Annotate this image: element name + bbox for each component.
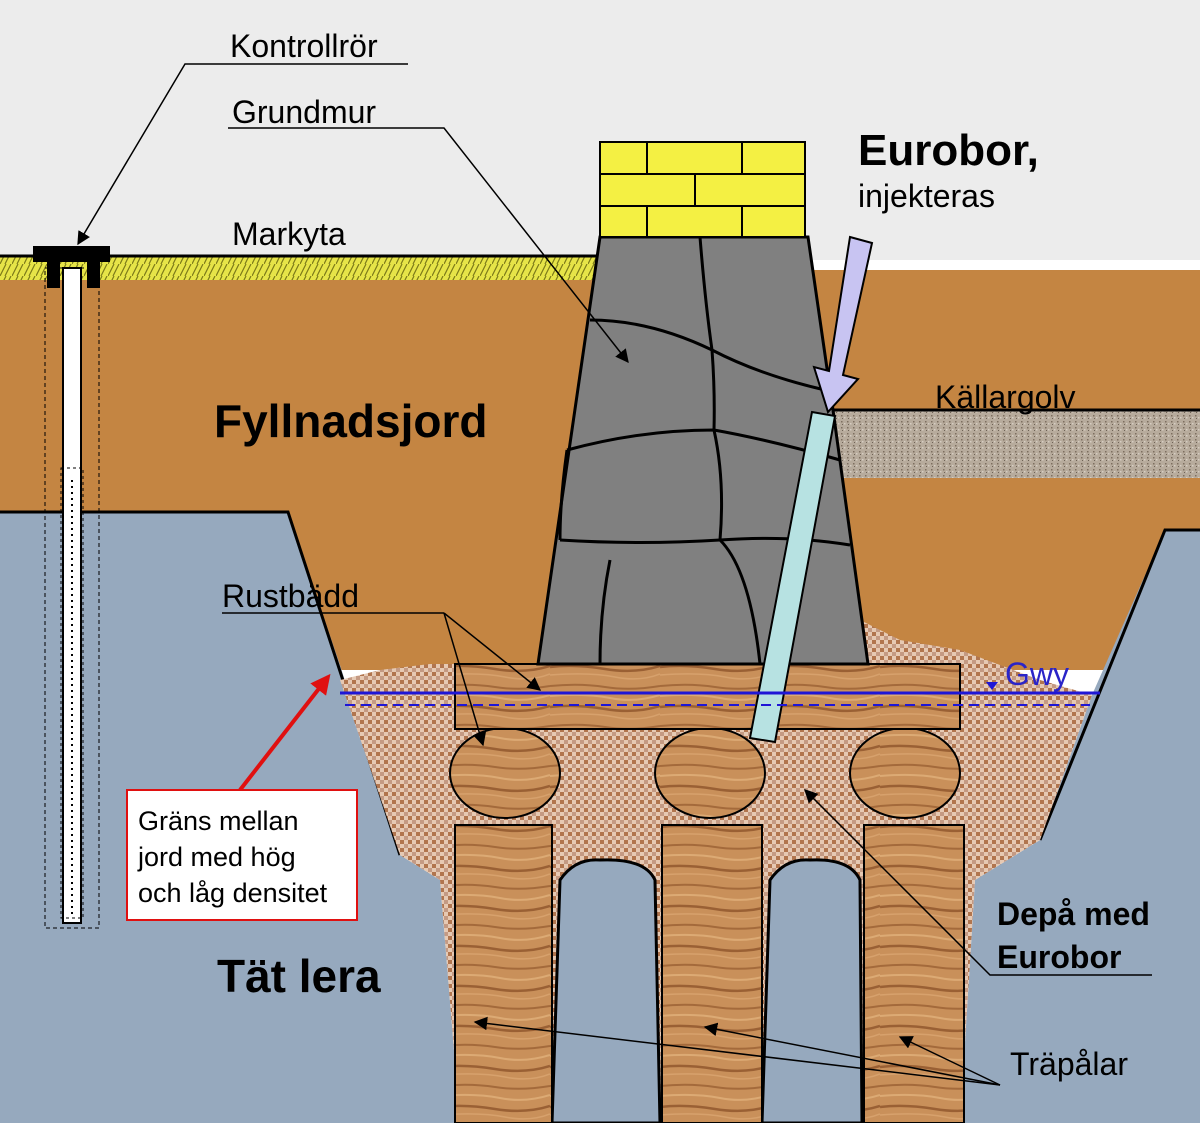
- wood-pile-3: [863, 824, 965, 1123]
- log-2: [654, 727, 766, 819]
- basement-floor: [832, 410, 1200, 478]
- grillage-plank: [454, 663, 961, 730]
- label-depa-line-1: Depå med: [997, 896, 1150, 932]
- clay-bulge-2: [760, 858, 864, 1123]
- log-1: [449, 727, 561, 819]
- control-pipe-filter: [60, 467, 84, 919]
- injection-arrow: [812, 235, 874, 414]
- control-pipe-cap: [33, 246, 110, 288]
- label-tat-lera: Tät lera: [217, 950, 381, 1002]
- callout-arrow: [238, 673, 331, 792]
- label-markyta: Markyta: [232, 216, 346, 252]
- eurobor-pipe: [748, 410, 837, 744]
- clay-bulge-1: [550, 858, 662, 1123]
- callout-line-2: jord med hög: [137, 842, 296, 872]
- wood-pile-1: [454, 824, 553, 1123]
- label-injekteras: injekteras: [858, 178, 995, 214]
- callout-box: [126, 789, 358, 921]
- log-3: [849, 727, 961, 819]
- callout-line-1: Gräns mellan: [138, 806, 299, 836]
- label-eurobor: Eurobor,: [858, 126, 1039, 175]
- wood-pile-2: [661, 824, 763, 1123]
- label-kontrollror: Kontrollrör: [230, 28, 378, 64]
- brick-course: [599, 141, 806, 238]
- label-fyllnadsjord: Fyllnadsjord: [214, 395, 487, 447]
- label-kallargolv: Källargolv: [935, 379, 1076, 415]
- label-grundmur: Grundmur: [232, 94, 376, 130]
- label-depa-line-2: Eurobor: [997, 939, 1121, 975]
- label-rustbadd: Rustbädd: [222, 578, 359, 614]
- groundwater-marker: [986, 682, 998, 690]
- label-gwy: Gwy: [1005, 656, 1069, 692]
- callout-line-3: och låg densitet: [138, 878, 328, 908]
- label-trapalar: Träpålar: [1010, 1046, 1128, 1082]
- clay-layer: [0, 512, 1200, 1123]
